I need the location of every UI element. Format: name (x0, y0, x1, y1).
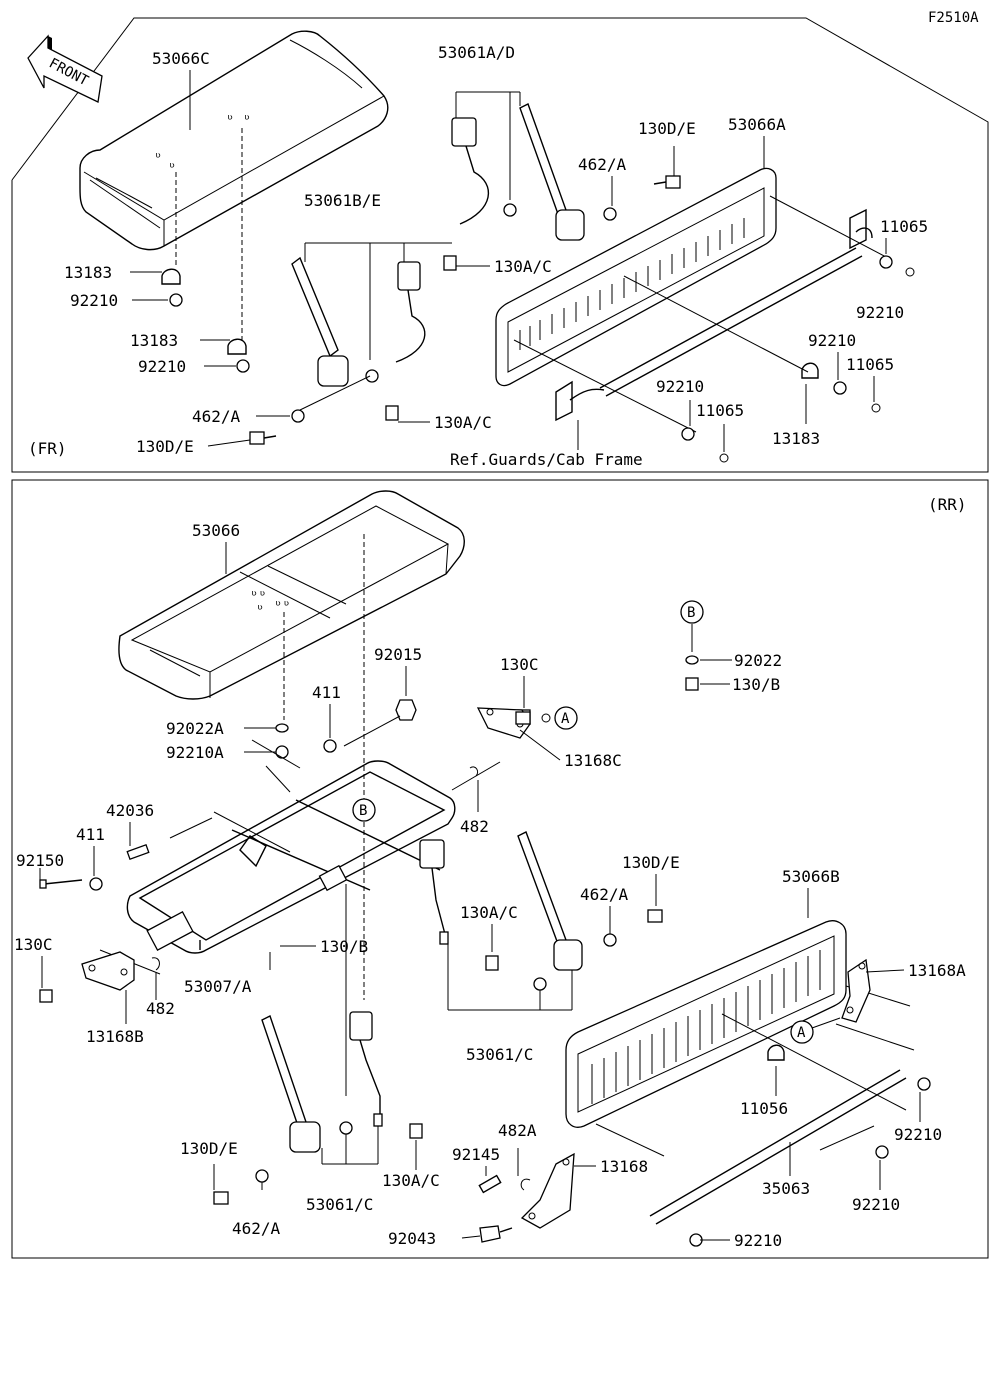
label-130B: 130/B (320, 937, 368, 956)
label-13168C: 13168C (564, 751, 622, 770)
label-130DE-top: 130D/E (622, 853, 680, 872)
label-482-top: 482 (460, 817, 489, 836)
label-462A-top: 462/A (578, 155, 627, 174)
svg-text:ᶹᶹ: ᶹᶹ (250, 588, 267, 604)
rear-belt-upper (419, 831, 663, 1011)
rear-belt-lower (213, 884, 423, 1205)
front-belt-53061BE (249, 242, 452, 445)
label-462A-bottom: 462/A (192, 407, 241, 426)
label-92210-r1: 92210 (856, 303, 904, 322)
label-53066: 53066 (192, 521, 240, 540)
rear-section: ᶹᶹ ᶹ ᶹᶹ (11, 479, 989, 1259)
callout-a-lower: A (790, 1017, 841, 1044)
svg-text:B: B (359, 803, 367, 819)
front-guard-panel-53066A (495, 167, 915, 463)
front-section-frame (11, 17, 989, 473)
label-13183-a: 13183 (64, 263, 112, 282)
label-482A: 482A (498, 1121, 537, 1140)
front-leaders (130, 70, 887, 452)
svg-text:ᶹ: ᶹ (168, 160, 176, 176)
label-11065-c: 11065 (696, 401, 744, 420)
label-130C-bottom: 130C (14, 935, 53, 954)
label-92210-a: 92210 (70, 291, 118, 310)
rear-seat-53066: ᶹᶹ ᶹ ᶹᶹ (118, 490, 465, 1000)
legend-b-92022: 92022 (734, 651, 782, 670)
label-92210-r3: 92210 (656, 377, 704, 396)
svg-text:A: A (561, 711, 570, 727)
front-section-tag: (FR) (28, 439, 67, 458)
svg-text:A: A (797, 1025, 806, 1041)
legend-b-130B: 130/B (732, 675, 780, 694)
label-482-bottom: 482 (146, 999, 175, 1018)
label-11056: 11056 (740, 1099, 788, 1118)
label-92022A: 92022A (166, 719, 224, 738)
label-130DE-bottom: 130D/E (180, 1139, 238, 1158)
label-92210-r2: 92210 (808, 331, 856, 350)
front-left-fasteners (161, 268, 250, 373)
label-411-top: 411 (312, 683, 341, 702)
label-53066B: 53066B (782, 867, 840, 886)
label-11065-b: 11065 (846, 355, 894, 374)
svg-text:ᶹ: ᶹ (256, 602, 264, 618)
label-92210-r2: 92210 (852, 1195, 900, 1214)
label-13183-c: 13183 (772, 429, 820, 448)
label-42036: 42036 (106, 801, 154, 820)
ref-note: Ref.Guards/Cab Frame (450, 450, 643, 469)
label-13183-b: 13183 (130, 331, 178, 350)
svg-text:ᶹᶹ: ᶹᶹ (274, 598, 291, 614)
label-53007A: 53007/A (184, 977, 252, 996)
label-11065-a: 11065 (880, 217, 928, 236)
rear-section-tag: (RR) (928, 495, 967, 514)
rear-brackets-left (39, 707, 551, 1003)
label-92210-r1: 92210 (894, 1125, 942, 1144)
label-53061BE: 53061B/E (304, 191, 381, 210)
label-92210-b: 92210 (138, 357, 186, 376)
label-130C-top: 130C (500, 655, 539, 674)
label-130AC-bottom: 130A/C (434, 413, 492, 432)
label-13168: 13168 (600, 1157, 648, 1176)
rear-seat-frame-53007A (99, 715, 501, 975)
label-130AC-top: 130A/C (460, 903, 518, 922)
rear-pin-parts (39, 843, 150, 891)
label-411-bottom: 411 (76, 825, 105, 844)
svg-text:ᶹ: ᶹ (154, 150, 162, 166)
front-belt-53061AD (443, 91, 681, 271)
label-92150: 92150 (16, 851, 64, 870)
label-130AC-bottom: 130A/C (382, 1171, 440, 1190)
callout-a-upper: A (554, 706, 578, 730)
front-section: FRONT ᶹ ᶹ ᶹ ᶹ (11, 17, 989, 473)
rear-tailgate-53066B (478, 920, 931, 1247)
label-13168B: 13168B (86, 1027, 144, 1046)
label-53066C: 53066C (152, 49, 210, 68)
label-92145: 92145 (452, 1145, 500, 1164)
rear-leaders (39, 542, 921, 1241)
label-53066A: 53066A (728, 115, 786, 134)
rear-section-frame (11, 479, 989, 1259)
label-92043: 92043 (388, 1229, 436, 1248)
label-462A-bottom: 462/A (232, 1219, 281, 1238)
label-130DE-top: 130D/E (638, 119, 696, 138)
label-92210A: 92210A (166, 743, 224, 762)
label-13168A: 13168A (908, 961, 966, 980)
label-35063: 35063 (762, 1179, 810, 1198)
label-130AC-top: 130A/C (494, 257, 552, 276)
front-seat-cushion: ᶹ ᶹ ᶹ ᶹ (79, 30, 389, 344)
label-53061C-top: 53061/C (466, 1045, 533, 1064)
label-92015: 92015 (374, 645, 422, 664)
svg-text:ᶹ ᶹ: ᶹ ᶹ (226, 112, 251, 128)
label-53061AD: 53061A/D (438, 43, 515, 62)
legend-b: B 92022 130/B (680, 600, 782, 694)
label-53061C-bottom: 53061/C (306, 1195, 373, 1214)
label-92210-r3: 92210 (734, 1231, 782, 1250)
legend-b-marker: B (687, 605, 695, 621)
callout-b-seat: B (352, 798, 376, 822)
diagram-code: F2510A (928, 10, 979, 26)
front-panel-slots (519, 218, 745, 350)
label-462A-top: 462/A (580, 885, 629, 904)
front-arrow: FRONT (27, 34, 103, 103)
rear-tailgate-slots (591, 950, 821, 1104)
label-130DE-bottom: 130D/E (136, 437, 194, 456)
